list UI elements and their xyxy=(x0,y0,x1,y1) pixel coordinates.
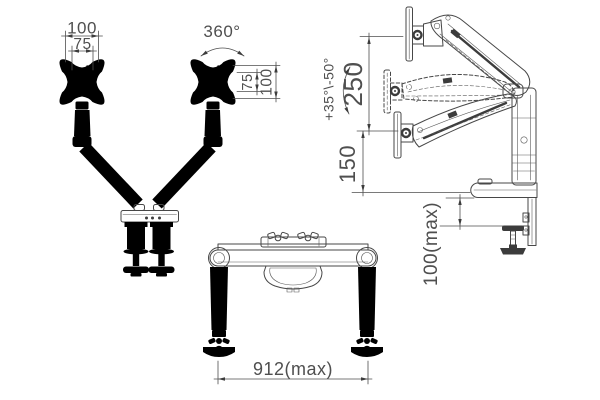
front-dimensions: 100 75 360° 75 100 xyxy=(61,19,281,103)
vesa-plate-right xyxy=(190,59,236,105)
side-dimensions: 250 150 +35°\-50° 100(max) xyxy=(321,32,504,286)
side-view-drawing xyxy=(383,6,538,255)
dim-clamp-thickness: 100(max) xyxy=(421,202,442,286)
dim-vesa-height-outer: 100 xyxy=(259,68,276,95)
side-view: 250 150 +35°\-50° 100(max) xyxy=(321,6,538,286)
dim-swivel-rotation: 360° xyxy=(203,22,240,41)
wing-screw-right xyxy=(297,231,319,242)
vesa-plate-left xyxy=(59,59,105,105)
top-dimensions: 912(max) xyxy=(213,359,373,385)
dim-tilt-range: +35°\-50° xyxy=(321,57,337,121)
top-forearm-left xyxy=(199,267,239,364)
top-forearm-right xyxy=(347,267,387,364)
front-view: 100 75 360° 75 100 xyxy=(59,19,281,277)
top-view-drawing xyxy=(199,231,387,364)
front-arm-left xyxy=(72,101,143,209)
top-view: 912(max) xyxy=(199,231,387,385)
wing-screw-left xyxy=(267,231,289,242)
dim-vesa-height-inner: 75 xyxy=(240,73,256,90)
front-view-drawing xyxy=(59,59,236,277)
dim-vesa-width-outer: 100 xyxy=(67,19,97,38)
dim-max-arm-span: 912(max) xyxy=(253,359,333,379)
dim-vertical-travel: 250 xyxy=(338,62,368,107)
front-base xyxy=(120,204,179,277)
dim-min-height: 150 xyxy=(335,145,360,183)
dim-vesa-width-inner: 75 xyxy=(73,36,91,53)
front-arm-right xyxy=(152,101,223,209)
